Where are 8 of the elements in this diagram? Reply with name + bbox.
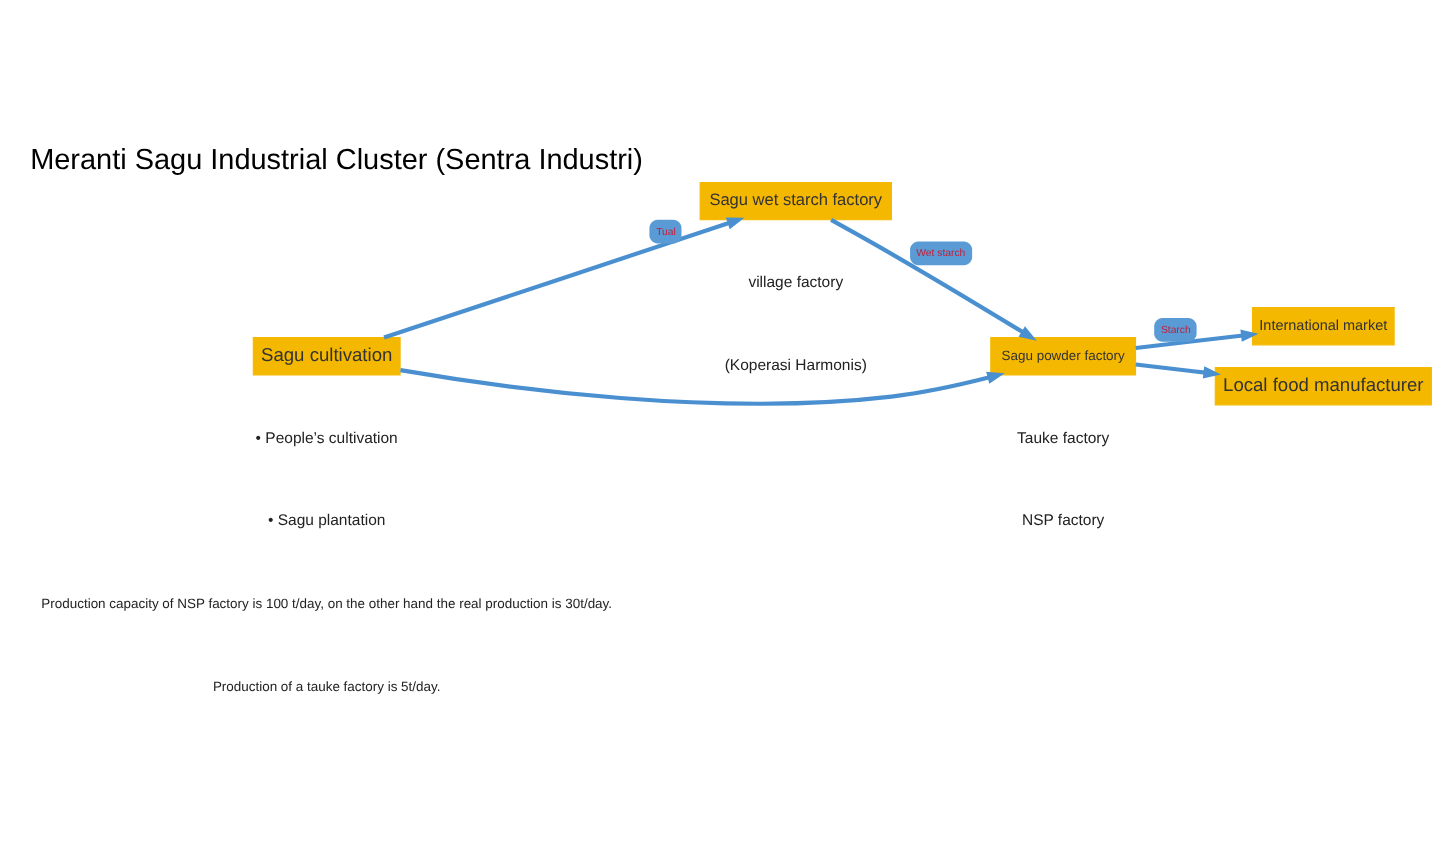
arrow xyxy=(1135,361,1222,378)
node-box: Sagu cultivation xyxy=(252,336,401,375)
node-box: Local food manufacturer xyxy=(1214,366,1432,405)
arrow xyxy=(1135,328,1259,349)
arrow xyxy=(830,217,1037,340)
diagram-title: Meranti Sagu Industrial Cluster (Sentra Industri) xyxy=(30,144,643,177)
arrow xyxy=(400,367,1005,405)
node-box: Sagu wet starch factory xyxy=(699,180,892,220)
